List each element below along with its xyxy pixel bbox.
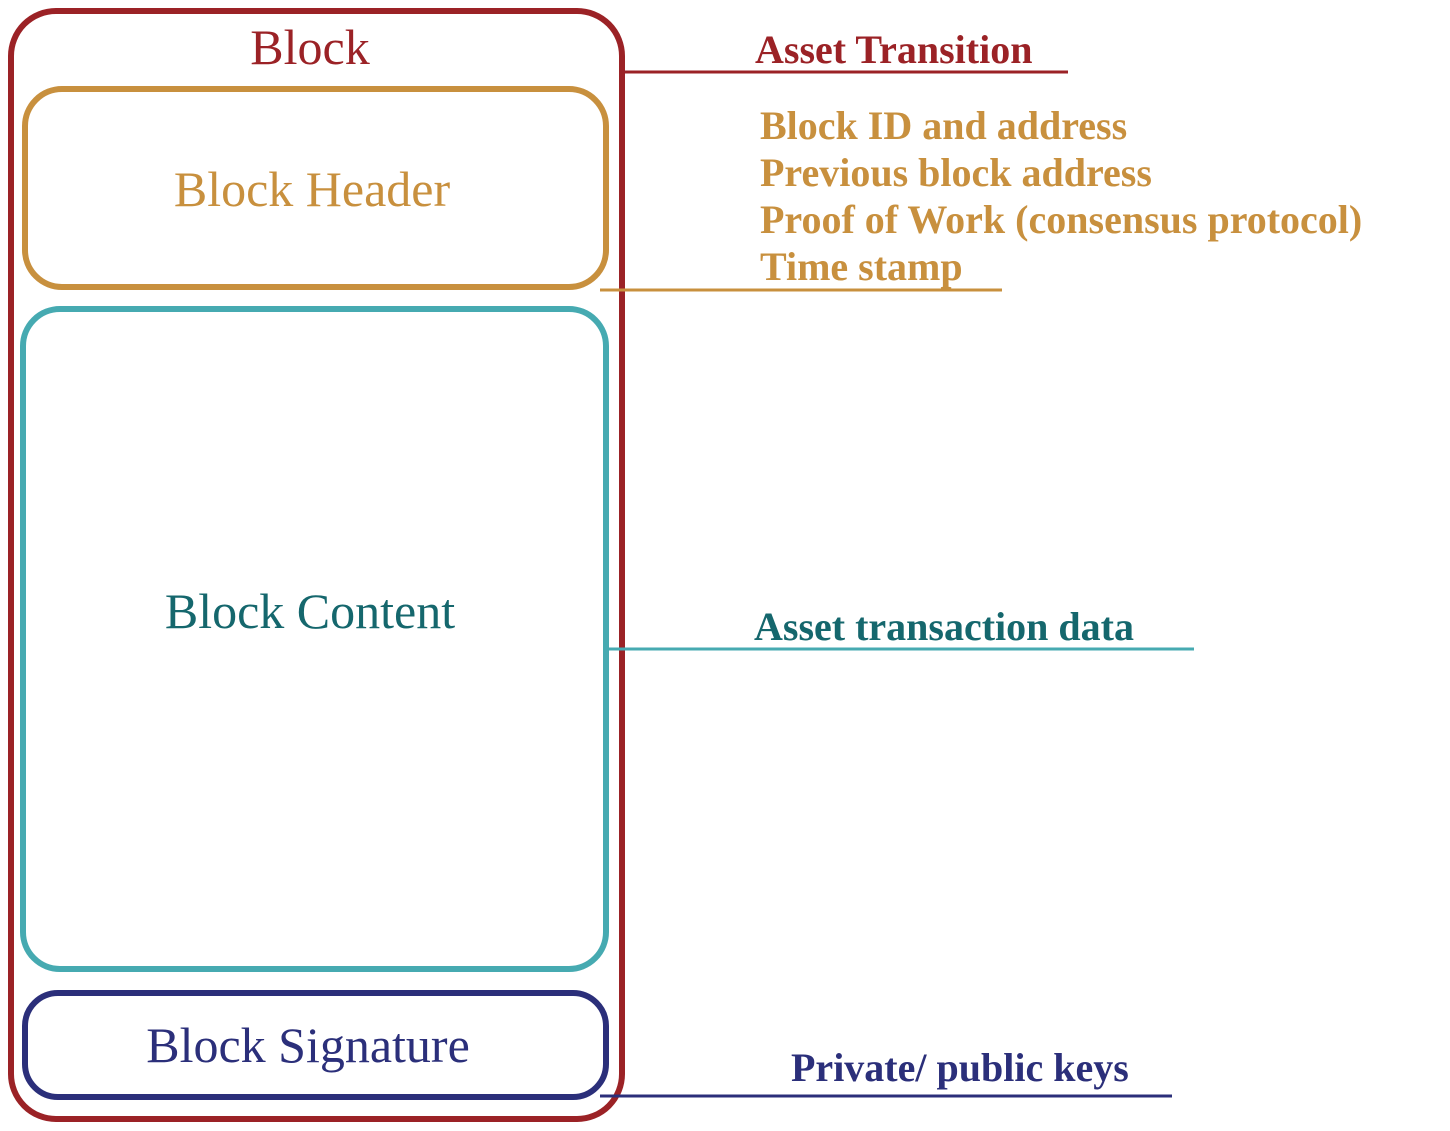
block-content-label: Block Content — [164, 583, 456, 639]
header-fields-list: Block ID and address Previous block addr… — [760, 102, 1362, 290]
block-header-outline — [22, 86, 609, 290]
signature-note-label: Private/ public keys — [791, 1045, 1129, 1090]
block-title: Block — [250, 19, 370, 75]
block-signature-outline — [22, 990, 609, 1100]
header-field-time-stamp: Time stamp — [760, 244, 963, 289]
block-header-label: Block Header — [173, 161, 451, 217]
block-outline — [8, 8, 625, 1122]
header-field-block-id: Block ID and address — [760, 103, 1128, 148]
asset-transition-label: Asset Transition — [755, 27, 1033, 72]
block-content-outline — [20, 306, 609, 972]
header-field-previous-address: Previous block address — [760, 150, 1152, 195]
content-note-label: Asset transaction data — [754, 604, 1134, 649]
block-signature-label: Block Signature — [146, 1017, 470, 1073]
header-field-proof-of-work: Proof of Work (consensus protocol) — [760, 197, 1363, 242]
